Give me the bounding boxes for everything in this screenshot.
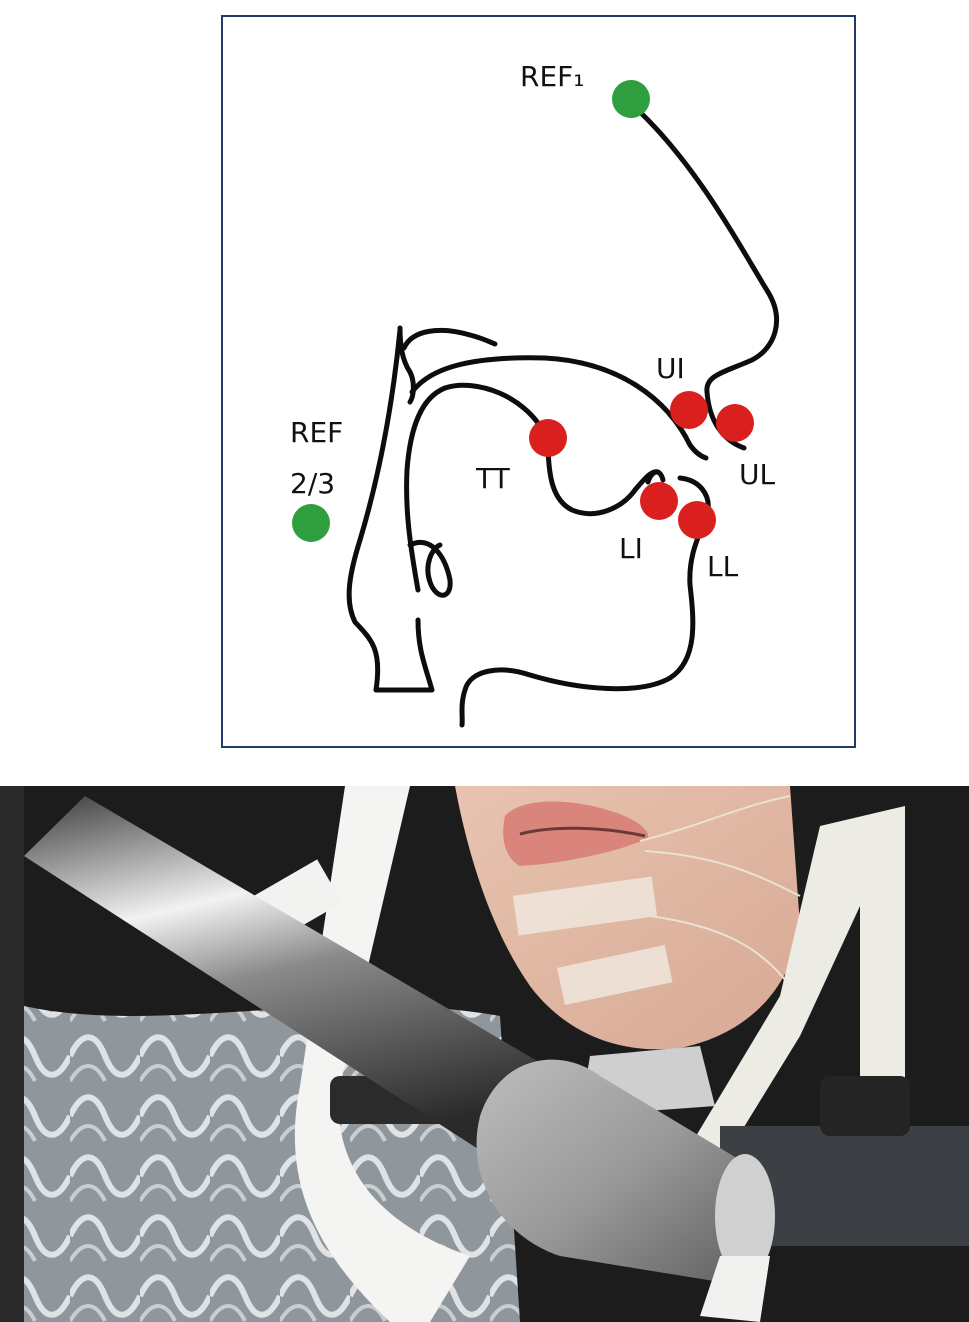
ref23-label-line1: REF <box>290 416 343 449</box>
ll-sensor-dot <box>678 501 716 539</box>
tt-sensor-dot <box>529 419 567 457</box>
setup-photo-panel <box>0 786 969 1322</box>
ui-label: UI <box>656 352 685 385</box>
ll-label: LL <box>707 550 739 583</box>
diagram-frame <box>222 16 855 747</box>
tt-label: TT <box>475 462 511 495</box>
li-label: LI <box>619 532 643 565</box>
ref23-sensor-dot <box>292 504 330 542</box>
sagittal-diagram-panel: REF₁ REF 2/3 UI UL TT LI LL <box>0 0 969 760</box>
sagittal-diagram: REF₁ REF 2/3 UI UL TT LI LL <box>0 0 969 760</box>
ui-sensor-dot <box>670 391 708 429</box>
ul-sensor-dot <box>716 404 754 442</box>
ref1-sensor-dot <box>612 80 650 118</box>
ul-label: UL <box>739 458 775 491</box>
ref1-label: REF₁ <box>520 60 584 93</box>
ref23-label-line2: 2/3 <box>290 467 335 500</box>
setup-photo <box>0 786 969 1322</box>
clamp-knob-right <box>820 1076 910 1136</box>
li-sensor-dot <box>640 482 678 520</box>
